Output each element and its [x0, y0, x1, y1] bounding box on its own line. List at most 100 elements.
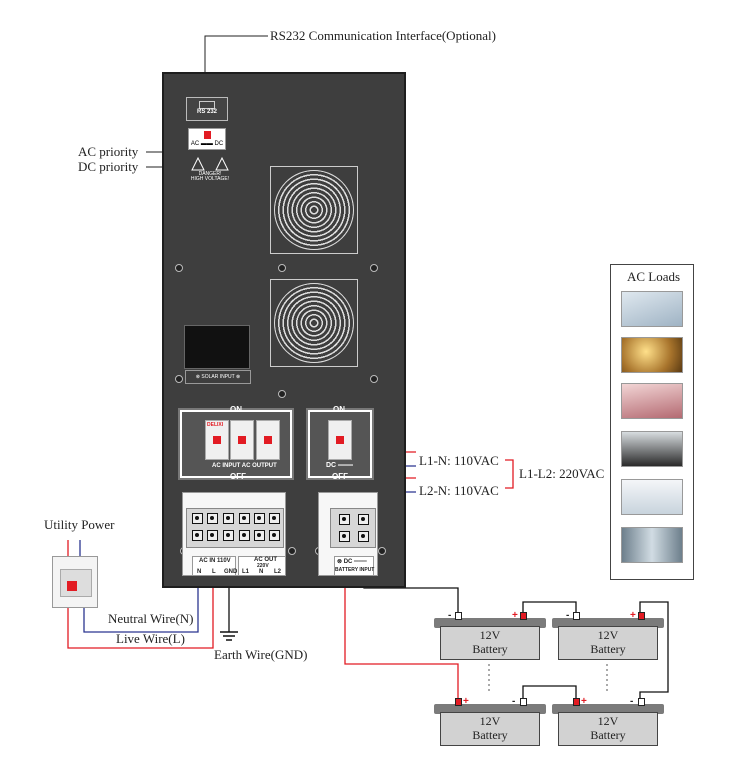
ac-out-label: AC OUT [254, 557, 277, 563]
neutral-wire-label: Neutral Wire(N) [108, 611, 194, 626]
earth-wire-label: Earth Wire(GND) [214, 647, 308, 662]
battery-link-3 [522, 685, 577, 698]
terminal-screw [207, 530, 218, 541]
ac-out-voltage: 220V [257, 563, 269, 569]
battery-positive-wire [344, 540, 459, 698]
ac-off-label: OFF [230, 472, 246, 481]
rs232-port: RS 232 [186, 97, 228, 121]
dc-terminal-cover [330, 508, 376, 548]
l1l2-label: L1-L2: 220VAC [519, 466, 605, 481]
terminal-screw [269, 530, 280, 541]
ac-loads-panel: AC Loads [610, 264, 694, 580]
terminal-n-label: N [197, 569, 202, 575]
terminal-l2-label: L2 [274, 569, 282, 575]
l1l2-bracket [505, 459, 514, 489]
ac-breaker-3[interactable] [256, 420, 280, 460]
db9-connector-icon [199, 101, 215, 109]
fan-icon [621, 291, 683, 327]
battery-label: Battery [590, 642, 626, 656]
battery-voltage: 12V [597, 714, 619, 728]
utility-breaker-box [52, 556, 98, 608]
dc-off-label: OFF [332, 472, 348, 481]
dc-breaker-label: DC ═══ [326, 462, 353, 469]
utility-power-label: Utility Power [44, 517, 115, 532]
terminal-gnd-label: GND [224, 569, 238, 575]
screw [175, 264, 183, 272]
switch-text: AC ▬▬ DC [190, 141, 224, 147]
terminal-screw [269, 513, 280, 524]
rs232-label: RS232 Communication Interface(Optional) [270, 28, 497, 43]
dc-terminal-screw [358, 514, 369, 525]
l2n-label: L2-N: 110VAC [419, 483, 499, 498]
terminal-l1-label: L1 [242, 569, 250, 575]
warning-triangle-icon [191, 156, 229, 171]
lcd-display [184, 325, 250, 369]
ac-breaker-2[interactable] [230, 420, 254, 460]
cooling-fan-bottom [270, 279, 358, 367]
ac-loads-title: AC Loads [627, 269, 681, 284]
ac-in-label: AC IN 110V [199, 558, 231, 564]
battery-label: Battery [472, 728, 508, 742]
terminal-screw [239, 513, 250, 524]
breaker-brand: DELIXI [207, 422, 224, 428]
neg-terminal-label: - [630, 696, 634, 707]
pos-terminal-label: + [463, 696, 469, 707]
battery-voltage: 12V [479, 628, 501, 642]
terminal-screw [239, 530, 250, 541]
dc-label-plate [334, 556, 374, 576]
terminal-l-label: L [212, 569, 216, 575]
rs232-port-label: RS 232 [196, 109, 217, 115]
dc-terminal-label: ⊗ DC ═══ [337, 559, 367, 565]
ac-priority-label: AC priority [78, 144, 139, 159]
neg-terminal-label: - [512, 696, 516, 707]
live-input-wire [67, 537, 214, 649]
refrigerator-icon [621, 527, 683, 563]
screw [370, 264, 378, 272]
screw [370, 375, 378, 383]
neg-terminal-label: - [566, 610, 570, 621]
screw [378, 547, 386, 555]
l1n-label: L1-N: 110VAC [419, 453, 499, 468]
terminal-screw [207, 513, 218, 524]
terminal-screw [254, 530, 265, 541]
neg-terminal-label: - [448, 610, 452, 621]
dc-terminal-screw [339, 514, 350, 525]
dc-on-label: ON [333, 405, 345, 414]
pos-terminal-label: + [512, 610, 518, 621]
danger-text: DANGER! HIGH VOLTAGE! [190, 171, 230, 182]
ac-input-output-label: AC INPUT AC OUTPUT [212, 463, 277, 469]
pos-terminal-label: + [581, 696, 587, 707]
solar-input-label: ⊗ SOLAR INPUT ⊗ [185, 370, 251, 384]
danger-label: DANGER! HIGH VOLTAGE! [188, 156, 232, 182]
dc-priority-label: DC priority [78, 159, 139, 174]
terminal-screw [192, 513, 203, 524]
screw [278, 264, 286, 272]
battery-voltage: 12V [597, 628, 619, 642]
dc-terminal-screw [358, 531, 369, 542]
ac-dc-priority-switch: AC ▬▬ DC [188, 128, 226, 150]
terminal-n2-label: N [259, 569, 264, 575]
pos-terminal-label: + [630, 610, 636, 621]
cooling-fan-top [270, 166, 358, 254]
lamp-icon [621, 337, 683, 373]
stove-icon [621, 431, 683, 467]
terminal-screw [254, 513, 265, 524]
battery-link-1 [522, 601, 577, 612]
screw [288, 547, 296, 555]
battery-label: Battery [590, 728, 626, 742]
live-wire-label: Live Wire(L) [116, 631, 185, 646]
battery-label: Battery [472, 642, 508, 656]
air-conditioner-icon [621, 479, 683, 515]
ac-breaker-1[interactable] [205, 420, 229, 460]
terminal-screw [192, 530, 203, 541]
screw [278, 390, 286, 398]
dc-breaker[interactable] [328, 420, 352, 460]
battery-link-2 [639, 601, 669, 698]
battery-input-label: BATTERY INPUT [335, 567, 375, 573]
ac-on-label: ON [230, 405, 242, 414]
battery-voltage: 12V [479, 714, 501, 728]
